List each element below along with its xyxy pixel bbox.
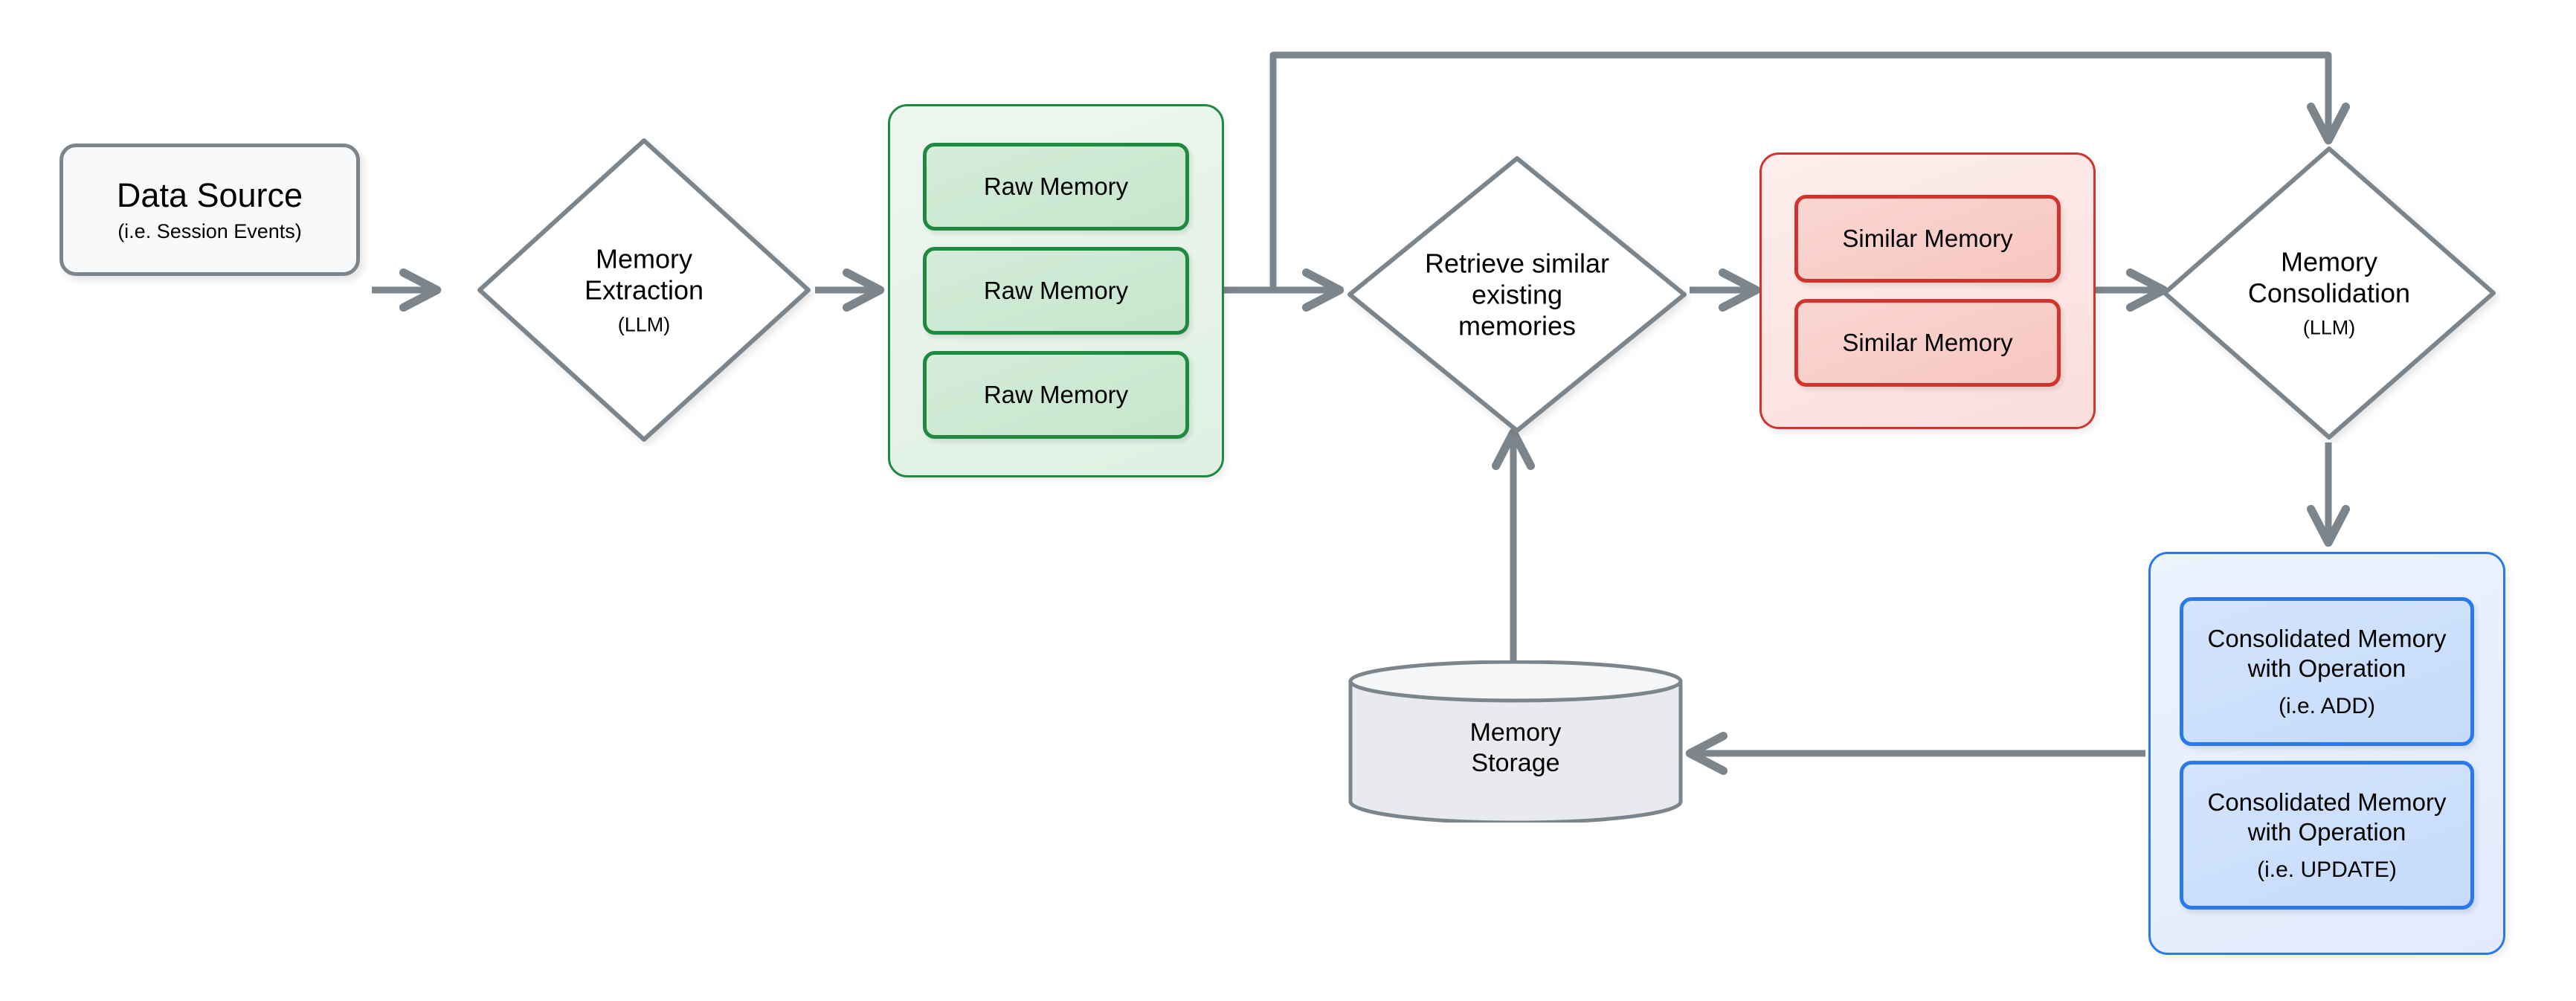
card-raw-memory-3[interactable]: Raw Memory (923, 351, 1189, 439)
group-consolidated-memory[interactable]: Consolidated Memory with Operation (i.e.… (2148, 552, 2505, 955)
similar-memory-label-1: Similar Memory (1842, 225, 2013, 253)
raw-memory-label-1: Raw Memory (983, 173, 1129, 201)
memory-consolidation-line1: Memory (2280, 246, 2377, 277)
memory-storage-line1: Memory (1469, 718, 1562, 747)
data-source-title: Data Source (116, 176, 303, 215)
memory-consolidation-diamond-shape (2163, 147, 2496, 440)
raw-memory-label-3: Raw Memory (983, 381, 1129, 409)
node-retrieve-similar[interactable]: Retrieve similar existing memories (1343, 152, 1691, 437)
card-raw-memory-2[interactable]: Raw Memory (923, 247, 1189, 335)
node-memory-consolidation[interactable]: Memory Consolidation (LLM) (2158, 143, 2500, 443)
card-consolidated-memory-update[interactable]: Consolidated Memory with Operation (i.e.… (2180, 761, 2474, 910)
node-memory-storage[interactable]: Memory Storage (1347, 660, 1684, 823)
memory-storage-line2: Storage (1471, 749, 1560, 777)
consolidated-memory-add-line2: with Operation (2247, 654, 2406, 682)
card-similar-memory-2[interactable]: Similar Memory (1794, 299, 2061, 387)
memory-extraction-line2: Extraction (584, 274, 704, 306)
group-raw-memory[interactable]: Raw Memory Raw Memory Raw Memory (888, 104, 1224, 477)
memory-extraction-line1: Memory (595, 243, 692, 274)
memory-consolidation-subtitle: (LLM) (2302, 316, 2356, 339)
consolidated-memory-add-line1: Consolidated Memory (2207, 625, 2447, 653)
retrieve-similar-line2: existing (1471, 279, 1563, 310)
card-similar-memory-1[interactable]: Similar Memory (1794, 195, 2061, 283)
similar-memory-label-2: Similar Memory (1842, 329, 2013, 357)
node-memory-extraction[interactable]: Memory Extraction (LLM) (473, 134, 815, 446)
memory-consolidation-label: Memory Consolidation (LLM) (2186, 247, 2473, 340)
memory-storage-cylinder-shape (1348, 660, 1683, 823)
memory-extraction-diamond-shape (477, 138, 811, 442)
retrieve-similar-line3: memories (1458, 309, 1576, 341)
memory-extraction-label: Memory Extraction (LLM) (514, 244, 774, 337)
consolidated-memory-update-subtitle: (i.e. UPDATE) (2257, 857, 2397, 882)
consolidated-memory-update-line1: Consolidated Memory (2207, 788, 2447, 817)
raw-memory-label-2: Raw Memory (983, 277, 1129, 305)
card-consolidated-memory-add[interactable]: Consolidated Memory with Operation (i.e.… (2180, 597, 2474, 746)
memory-storage-label: Memory Storage (1347, 660, 1684, 823)
retrieve-similar-diamond-shape (1347, 156, 1687, 433)
card-raw-memory-1[interactable]: Raw Memory (923, 143, 1189, 231)
node-data-source[interactable]: Data Source (i.e. Session Events) (59, 144, 360, 276)
consolidated-memory-update-line2: with Operation (2247, 818, 2406, 846)
consolidated-memory-add-subtitle: (i.e. ADD) (2278, 693, 2376, 718)
data-source-subtitle: (i.e. Session Events) (117, 220, 302, 243)
memory-consolidation-line2: Consolidation (2247, 277, 2411, 309)
group-similar-memory[interactable]: Similar Memory Similar Memory (1759, 152, 2096, 429)
retrieve-similar-label: Retrieve similar existing memories (1371, 248, 1663, 341)
retrieve-similar-line1: Retrieve similar (1424, 248, 1610, 279)
memory-extraction-subtitle: (LLM) (617, 313, 671, 336)
